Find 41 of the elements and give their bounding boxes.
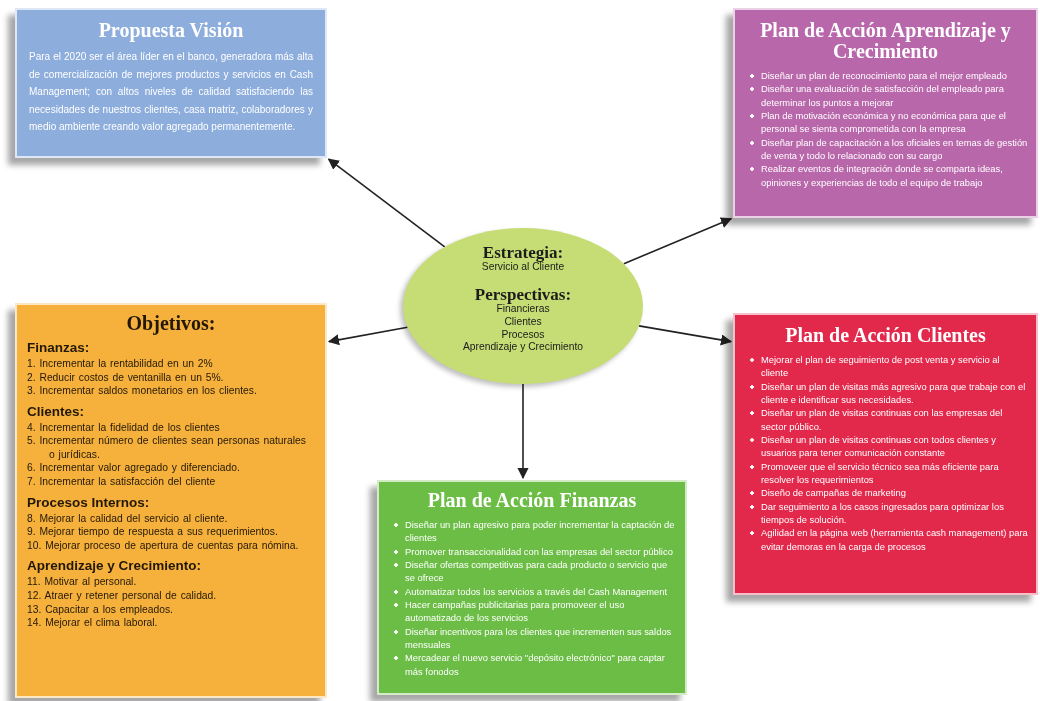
section-heading: Finanzas:	[27, 340, 91, 355]
arrow	[327, 158, 446, 248]
ellipse-text: Clientes	[503, 315, 543, 329]
card-title: Objetivos:	[125, 313, 217, 334]
card-title: Propuesta Visión	[97, 20, 245, 41]
action-plan-card	[733, 313, 1038, 595]
objective-item: 7. Incrementar la satisfacción del cliente	[27, 475, 217, 489]
vision-text: Para el 2020 ser el área líder en el banco, generadora más alta de comercialización de mejores productos y servicios en Cash Management; con altos niveles de calidad satisfaciendo las necesidades de nuestros clientes, casa matriz, colaboradores y medio ambiente creando valor agregado permanentemente.	[29, 50, 313, 134]
ellipse-text: Servicio al Cliente	[480, 261, 566, 274]
section-heading: Aprendizaje y Crecimiento:	[27, 558, 203, 574]
ellipse-heading: Estrategia:	[481, 244, 565, 261]
action-plan-card	[733, 8, 1038, 218]
vision-card	[15, 8, 327, 158]
objective-item: 14. Mejorar el clima laboral.	[27, 616, 159, 630]
section-heading: Procesos Internos:	[27, 494, 151, 510]
objective-item: 6. Incrementar valor agregado y diferenciado.	[27, 461, 241, 476]
objective-item: 9. Mejorar tiempo de respuesta a sus requerimientos.	[27, 525, 279, 539]
section-heading: Clientes:	[27, 403, 85, 419]
arrow	[623, 217, 733, 265]
arrow	[517, 383, 529, 480]
card-title: Plan de Acción Aprendizaje y Crecimiento	[759, 20, 1012, 62]
objective-item: 3. Incrementar saldos monetarios en los clientes.	[27, 384, 258, 398]
ellipse-text: Aprendizaje y Crecimiento	[461, 341, 585, 355]
card-title: Plan de Acción Finanzas	[426, 490, 638, 511]
arrow	[327, 326, 409, 346]
objective-item: 2. Reducir costos de ventanilla en un 5%.	[27, 370, 225, 385]
card-title: Plan de Acción Clientes	[784, 325, 987, 346]
ellipse-text: Procesos	[500, 328, 546, 342]
objective-item: 13. Capacitar a los empleados.	[27, 602, 174, 617]
objectives-card	[15, 303, 327, 698]
action-plan-card	[377, 480, 687, 695]
arrow	[638, 325, 733, 346]
objective-item: 8. Mejorar la calidad del servicio al cliente.	[27, 511, 229, 526]
objective-item: 5. Incrementar número de clientes sean personas naturales o jurídicas.	[27, 434, 307, 462]
objective-item: 4. Incrementar la fidelidad de los clientes	[27, 420, 221, 435]
objective-item: 12. Atraer y retener personal de calidad.	[27, 588, 218, 603]
objective-item: 10. Mejorar proceso de apertura de cuentas para nómina.	[27, 538, 300, 553]
objective-item: 11. Motivar al personal.	[27, 575, 138, 589]
ellipse-heading: Perspectivas:	[473, 285, 573, 303]
ellipse-text: Financieras	[496, 302, 550, 316]
objective-item: 1. Incrementar la rentabilidad en un 2%	[27, 357, 214, 371]
